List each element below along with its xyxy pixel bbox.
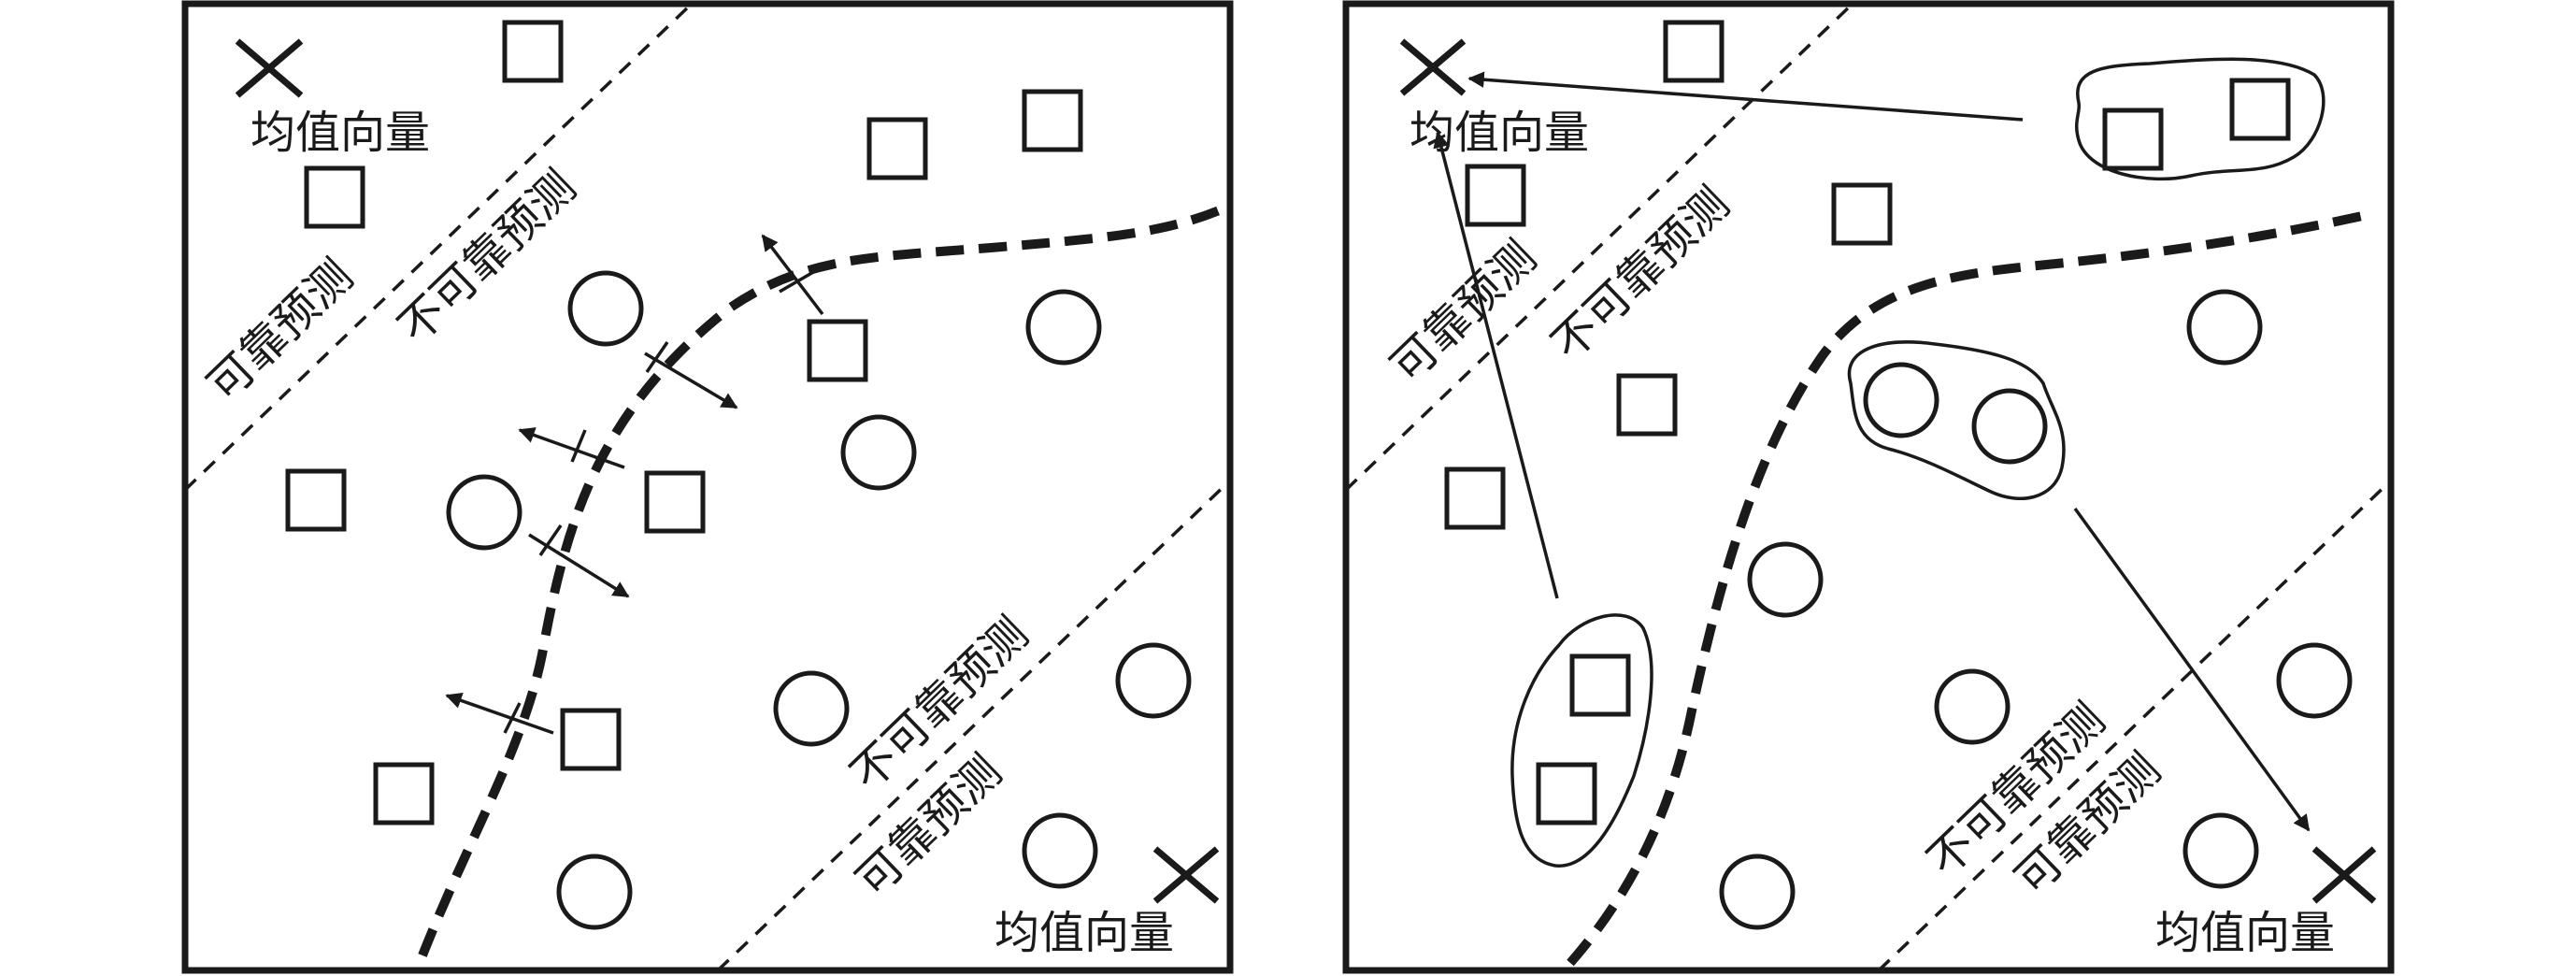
x-cross-icon — [1152, 846, 1220, 904]
right-panel: 均值向量 均值向量 可靠预测 不可靠预测 不可靠预测 可靠预测 — [1342, 0, 2395, 974]
square-icon — [560, 708, 622, 771]
left-panel-frame — [181, 0, 1234, 974]
displacement-arrow — [761, 234, 824, 316]
circle-icon — [567, 270, 644, 347]
tick-bar — [538, 524, 563, 556]
displacement-arrow — [518, 427, 625, 469]
mean-vector-label: 均值向量 — [995, 907, 1174, 959]
right-decision-boundary — [1567, 210, 2368, 967]
reliable-prediction-label: 可靠预测 — [197, 250, 363, 412]
left-lower-dashed-boundary — [716, 479, 1232, 972]
square-icon — [1831, 182, 1893, 246]
cluster-to-mean-arrow — [1467, 71, 2024, 122]
mean-vector-label: 均值向量 — [1410, 107, 1589, 159]
circle-icon — [1025, 289, 1102, 366]
square-icon — [2102, 108, 2164, 171]
square-icon — [285, 468, 347, 532]
circle-icon — [446, 474, 522, 551]
circle-icon — [1934, 668, 2011, 745]
circle-icon — [1971, 388, 2048, 465]
circle-icon — [1022, 812, 1098, 889]
circle-icon — [2182, 812, 2259, 889]
tick-bar — [779, 269, 816, 294]
square-icon — [644, 470, 706, 534]
circle-icon — [556, 854, 633, 930]
square-icon — [1616, 373, 1678, 437]
square-cluster-top-right — [2075, 57, 2326, 181]
unreliable-prediction-label: 不可靠预测 — [840, 608, 1038, 801]
displacement-arrow — [528, 533, 630, 598]
circle-icon — [1115, 642, 1192, 719]
square-icon — [1465, 164, 1526, 227]
circle-icon — [773, 670, 850, 747]
circle-icon — [2186, 289, 2263, 366]
square-icon — [1022, 89, 1083, 152]
square-icon — [866, 117, 928, 180]
square-icon — [2229, 78, 2291, 141]
square-icon — [502, 20, 564, 83]
square-icon — [1536, 762, 1597, 825]
square-icon — [1569, 653, 1631, 717]
unreliable-prediction-label: 不可靠预测 — [1541, 178, 1739, 371]
mean-vector-label: 均值向量 — [250, 107, 430, 159]
x-cross-icon — [235, 38, 304, 98]
x-cross-icon — [1399, 38, 1467, 96]
tick-bar — [503, 702, 522, 734]
left-decision-boundary — [418, 201, 1233, 957]
left-panel: 均值向量 均值向量 可靠预测 不可靠预测 不可靠预测 可靠预测 — [181, 0, 1234, 974]
cluster-to-mean-arrow — [2073, 507, 2311, 832]
circle-icon — [2276, 642, 2353, 719]
square-icon — [807, 319, 868, 382]
circle-icon — [840, 414, 917, 491]
square-icon — [1444, 466, 1506, 530]
circle-icon — [1863, 362, 1939, 438]
unreliable-prediction-label: 不可靠预测 — [388, 161, 586, 354]
circle-icon — [1719, 854, 1796, 930]
square-icon — [1663, 20, 1724, 83]
circle-cluster-middle — [1847, 340, 2066, 500]
tick-bar — [570, 429, 587, 463]
square-cluster-bottom-left — [1510, 613, 1653, 868]
x-cross-icon — [2311, 846, 2377, 904]
right-upper-dashed-boundary — [1344, 2, 1854, 492]
right-lower-dashed-boundary — [1877, 479, 2393, 972]
displacement-arrow — [644, 352, 738, 409]
displacement-arrow — [445, 692, 554, 735]
mean-vector-label: 均值向量 — [2155, 907, 2335, 959]
left-upper-dashed-boundary — [183, 2, 694, 492]
right-panel-frame — [1342, 0, 2395, 974]
cluster-to-mean-arrow — [1433, 131, 1559, 599]
square-icon — [304, 165, 365, 229]
square-icon — [373, 762, 435, 825]
circle-icon — [1747, 541, 1824, 618]
tick-bar — [645, 341, 669, 373]
reliable-prediction-label: 可靠预测 — [1381, 231, 1546, 394]
